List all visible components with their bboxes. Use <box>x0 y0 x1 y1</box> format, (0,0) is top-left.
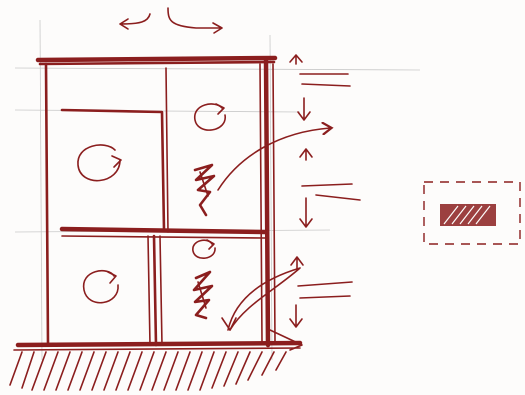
interior-partitions <box>62 68 265 345</box>
airflow-arrow-icon <box>300 149 360 227</box>
wind-direction-arrows-icon <box>120 8 222 33</box>
rotation-arrow-icon <box>193 240 215 258</box>
rotation-arrow-icon <box>78 145 121 181</box>
rotation-arrow-icon <box>195 104 225 130</box>
heat-scribble-icon <box>194 272 212 318</box>
heat-scribble-icon <box>195 165 214 215</box>
plan-key-icon <box>424 182 520 244</box>
rotation-arrow-icon <box>84 271 118 303</box>
airflow-arrow-icon <box>290 55 350 120</box>
